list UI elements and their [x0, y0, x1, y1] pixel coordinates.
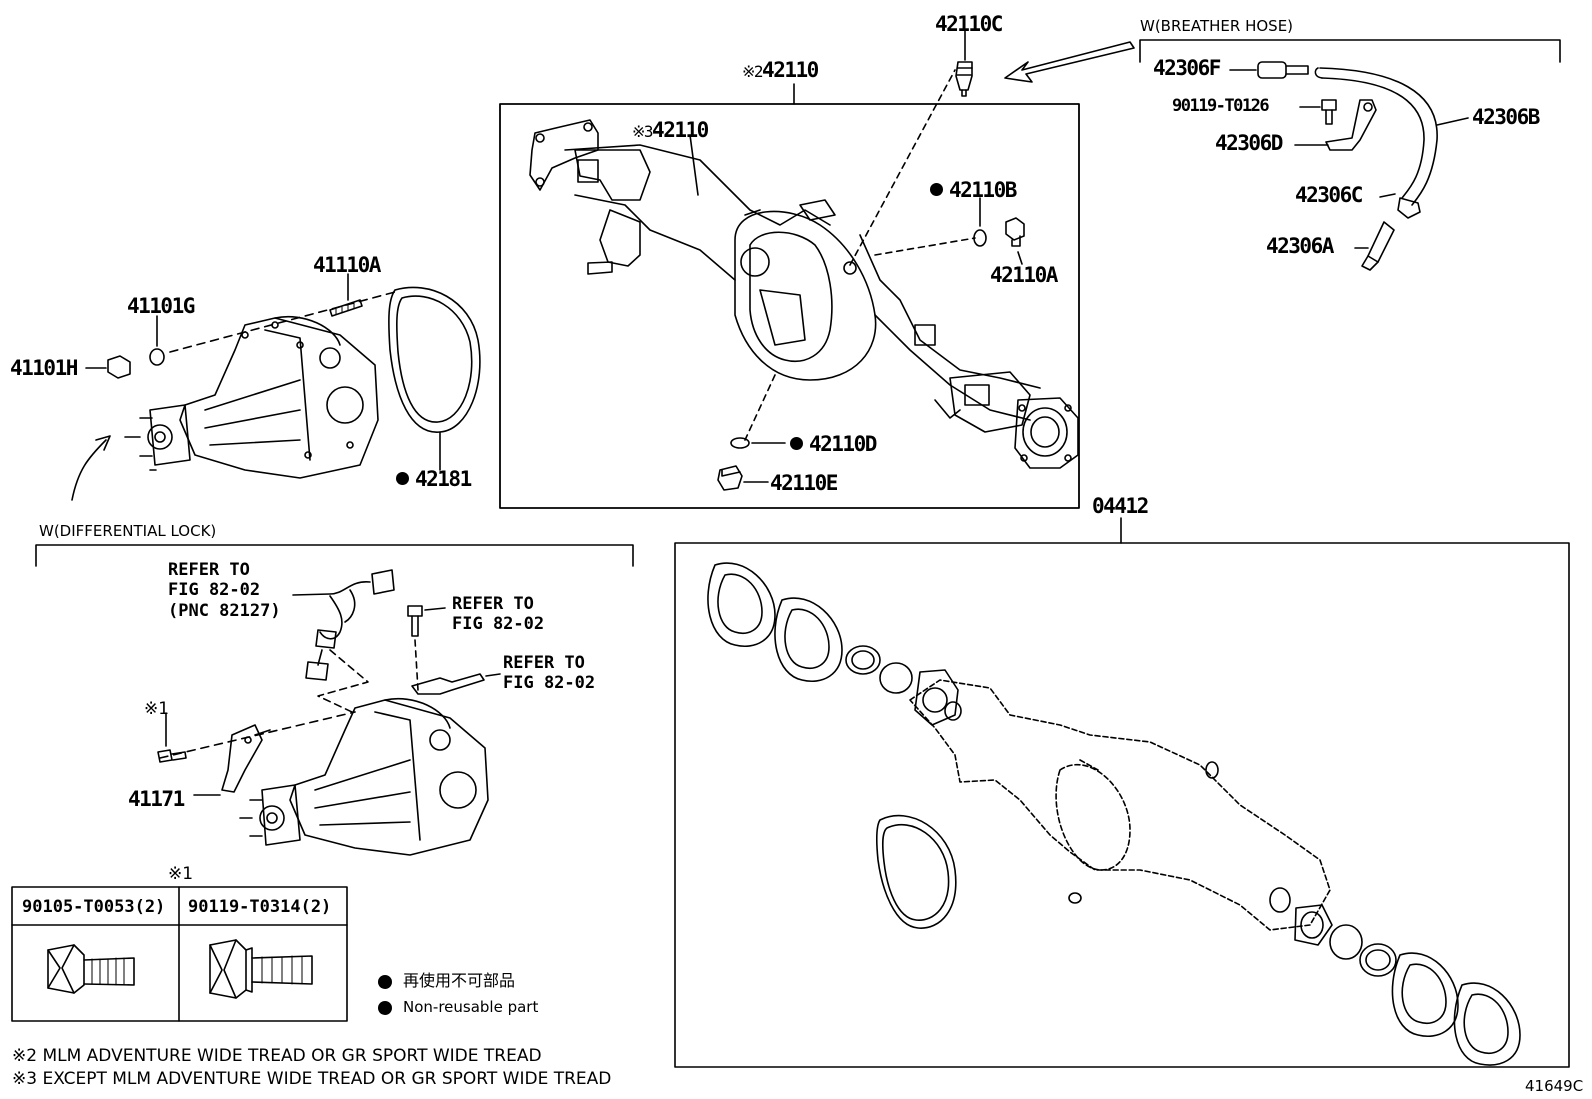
kit-drawing — [909, 679, 1331, 931]
breather-plug-42110c — [955, 61, 973, 97]
bracket-41171 — [221, 724, 263, 793]
breather-hose-parts — [1229, 61, 1469, 271]
label-41101g: 41101G — [127, 294, 195, 318]
label-90119-t0126: 90119-T0126 — [1172, 96, 1270, 116]
plug-42110a — [1005, 217, 1025, 247]
label-04412: 04412 — [1092, 494, 1149, 518]
label-42110-inner: ※342110 — [632, 118, 709, 142]
label-42306a: 42306A — [1266, 234, 1334, 258]
label-41171: 41171 — [128, 787, 185, 811]
wire-harness — [292, 569, 395, 713]
kit-frame — [674, 542, 1570, 1068]
label-mark1-bolt: ※1 — [144, 699, 170, 719]
label-42110-inner-mark: ※3 — [632, 122, 654, 141]
differential-carrier-upper — [124, 316, 379, 479]
axle-housing-drawing — [529, 69, 1079, 469]
plug-42110e — [717, 465, 743, 491]
label-42110e: 42110E — [770, 471, 838, 495]
label-breather-hose: W(BREATHER HOSE) — [1140, 17, 1294, 35]
label-refer-to-2: REFER TO FIG 82-02 — [452, 594, 545, 635]
figure-number: 41649C — [1525, 1077, 1584, 1095]
label-41110a: 41110A — [313, 253, 381, 277]
label-42306f: 42306F — [1153, 56, 1221, 80]
bolt-90105-t0053-icon — [47, 944, 135, 994]
bolt-90119-t0314-icon — [209, 939, 313, 999]
kit-seals — [707, 562, 1521, 1066]
legend-dot-2 — [378, 1001, 392, 1015]
washer-41101g — [149, 348, 165, 366]
gasket-42181 — [388, 286, 481, 433]
label-42306c: 42306C — [1295, 183, 1363, 207]
label-42110-main: ※242110 — [742, 58, 819, 82]
gasket-42110d — [730, 437, 750, 449]
label-42110a: 42110A — [990, 263, 1058, 287]
legend-dot-1 — [378, 975, 392, 989]
diff-lock-bracket — [35, 544, 634, 567]
legend-non-reusable-en: Non-reusable part — [403, 998, 539, 1016]
label-42110b: 42110B — [930, 180, 1017, 201]
note-2: ※2 MLM ADVENTURE WIDE TREAD OR GR SPORT … — [12, 1046, 542, 1066]
label-41101h: 41101H — [10, 356, 78, 380]
label-42306b: 42306B — [1472, 105, 1540, 129]
bolt-table-col2: 90119-T0314(2) — [188, 897, 332, 917]
label-42110c: 42110C — [935, 12, 1003, 36]
label-42110d: 42110D — [790, 434, 877, 455]
curved-arrow — [71, 439, 107, 501]
arrow-to-breather — [1004, 41, 1135, 83]
washer-42110b — [973, 229, 987, 247]
differential-carrier-lower — [239, 698, 489, 856]
non-reusable-dot-icon — [396, 471, 409, 485]
label-42181: 42181 — [396, 469, 472, 490]
label-refer-to-1: REFER TO FIG 82-02 (PNC 82127) — [168, 560, 281, 621]
note-3: ※3 EXCEPT MLM ADVENTURE WIDE TREAD OR GR… — [12, 1069, 612, 1089]
breather-bracket — [1139, 39, 1561, 63]
bolt-table-col1: 90105-T0053(2) — [22, 897, 166, 917]
axle-housing-frame — [499, 103, 1080, 509]
label-differential-lock: W(DIFFERENTIAL LOCK) — [39, 522, 217, 540]
label-refer-to-3: REFER TO FIG 82-02 — [503, 653, 596, 694]
label-42306d: 42306D — [1215, 131, 1283, 155]
legend-non-reusable-jp: 再使用不可部品 — [403, 971, 516, 990]
non-reusable-dot-icon — [930, 182, 943, 196]
label-mark1-table: ※1 — [168, 864, 194, 884]
nut-41101h — [107, 355, 131, 379]
label-42110-main-mark: ※2 — [742, 62, 764, 81]
non-reusable-dot-icon — [790, 436, 803, 450]
